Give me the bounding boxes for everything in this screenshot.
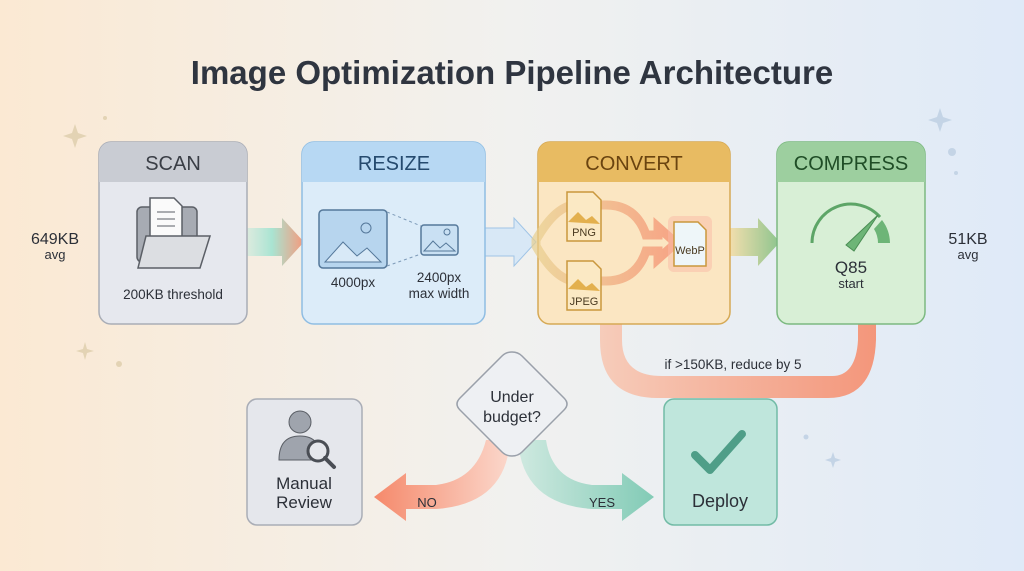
input-size-unit: avg <box>45 247 66 262</box>
no-branch-arrow <box>374 440 510 521</box>
target-width: 2400px <box>417 270 462 285</box>
checkmark-icon <box>691 430 746 474</box>
stage-resize-title: RESIZE <box>358 153 430 175</box>
input-format-jpeg: JPEG <box>570 296 599 308</box>
stage-scan-title: SCAN <box>145 153 201 175</box>
gauge-icon <box>810 202 890 252</box>
sparkle-icon <box>803 108 958 468</box>
small-image-icon <box>420 224 459 256</box>
quality-note: start <box>838 276 864 291</box>
page-title: Image Optimization Pipeline Architecture <box>191 54 833 91</box>
stage-resize: RESIZE 4000px 2400px max width <box>301 141 486 325</box>
deploy-box: Deploy <box>663 398 778 526</box>
stage-scan: SCAN 200KB threshold <box>98 141 248 325</box>
large-image-icon <box>318 209 388 269</box>
output-size-unit: avg <box>958 247 979 262</box>
decision-line1: Under <box>490 389 534 406</box>
target-width-note: max width <box>409 286 470 301</box>
png-file-icon: PNG <box>566 191 602 242</box>
input-format-png: PNG <box>572 227 596 239</box>
yes-branch-arrow <box>518 440 654 521</box>
deploy-label: Deploy <box>692 491 748 511</box>
no-branch-label: NO <box>417 495 437 510</box>
sparkle-icon <box>63 116 122 367</box>
webp-file-icon: WebP <box>668 216 712 272</box>
manual-review-line2: Review <box>276 493 332 512</box>
folder-icon <box>136 197 212 269</box>
decision-under-budget: Under budget? <box>456 351 568 457</box>
output-size: 51KB <box>948 231 987 248</box>
scan-threshold: 200KB threshold <box>123 287 223 302</box>
stage-compress: COMPRESS Q85 start <box>776 141 926 325</box>
yes-branch-label: YES <box>589 495 615 510</box>
stage-convert: CONVERT PNG JPEG WebP <box>531 141 731 325</box>
stage-convert-title: CONVERT <box>585 153 682 175</box>
arrow-convert-to-compress <box>728 218 780 266</box>
original-width: 4000px <box>331 275 376 290</box>
retry-loop-label: if >150KB, reduce by 5 <box>665 357 802 372</box>
manual-review-line1: Manual <box>276 474 332 493</box>
jpeg-file-icon: JPEG <box>566 260 602 311</box>
decision-line2: budget? <box>483 409 541 426</box>
user-search-icon <box>278 410 336 469</box>
manual-review-box: Manual Review <box>246 398 363 526</box>
arrow-scan-to-resize <box>240 218 304 266</box>
output-format-webp: WebP <box>675 245 705 257</box>
quality-value: Q85 <box>835 258 867 277</box>
input-size: 649KB <box>31 231 79 248</box>
stage-compress-title: COMPRESS <box>794 153 908 175</box>
